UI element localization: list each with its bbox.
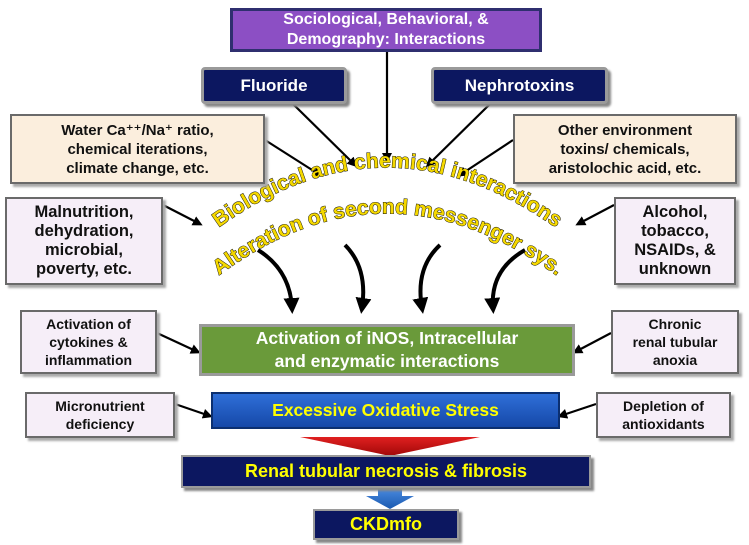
arrow-antioxidants-to-oxidative (557, 402, 597, 419)
curved-arrow-2 (343, 243, 372, 314)
arrow-other-env-to-arc (457, 139, 514, 177)
arrow-fluoride-to-arc (292, 103, 358, 168)
anoxia-label: Chronic renal tubular anoxia (632, 316, 718, 368)
other-environment-box: Other environment toxins/ chemicals, ari… (513, 114, 737, 184)
oxidative-stress-box: Excessive Oxidative Stress (211, 392, 560, 429)
necrosis-box: Renal tubular necrosis & fibrosis (181, 455, 591, 488)
arrow-water-to-arc (264, 139, 323, 177)
micronutrient-label: Micronutrient deficiency (55, 398, 145, 432)
curved-arrow-4 (484, 248, 527, 314)
arc-text-alteration: Alteration of second messenger sys. (208, 195, 567, 279)
nephrotoxins-box: Nephrotoxins (431, 67, 608, 104)
sociological-label: Sociological, Behavioral, & Demography: … (283, 11, 489, 48)
oxidative-stress-label: Excessive Oxidative Stress (272, 400, 499, 420)
arrow-malnutrition-to-arc (162, 204, 203, 226)
micronutrient-box: Micronutrient deficiency (25, 392, 175, 438)
curved-arrow-1 (256, 248, 300, 314)
cytokines-box: Activation of cytokines & inflammation (20, 310, 157, 374)
arrow-alcohol-to-arc (575, 204, 615, 226)
arrow-anoxia-to-inos (572, 332, 612, 354)
blue-down-arrow (366, 488, 414, 509)
anoxia-box: Chronic renal tubular anoxia (611, 310, 739, 374)
arrow-micronutrient-to-oxidative (174, 402, 213, 419)
inos-label: Activation of iNOS, Intracellular and en… (255, 328, 519, 371)
arrow-cytokines-to-inos (156, 332, 201, 354)
arrow-nephrotoxins-to-arc (425, 103, 491, 168)
ckdmfo-label: CKDmfo (350, 514, 422, 534)
fluoride-label: Fluoride (240, 75, 308, 95)
water-ratio-label: Water Ca⁺⁺/Na⁺ ratio, chemical iteration… (61, 121, 214, 177)
malnutrition-box: Malnutrition, dehydration, microbial, po… (5, 197, 163, 285)
water-ratio-box: Water Ca⁺⁺/Na⁺ ratio, chemical iteration… (10, 114, 265, 184)
necrosis-label: Renal tubular necrosis & fibrosis (244, 461, 528, 481)
antioxidants-box: Depletion of antioxidants (596, 392, 731, 438)
ckdmfo-box: CKDmfo (313, 509, 459, 540)
alcohol-label: Alcohol, tobacco, NSAIDs, & unknown (634, 203, 716, 278)
cytokines-label: Activation of cytokines & inflammation (44, 316, 133, 368)
sociological-box: Sociological, Behavioral, & Demography: … (230, 8, 542, 52)
curved-arrow-3 (412, 243, 442, 314)
nephrotoxins-label: Nephrotoxins (464, 75, 575, 95)
antioxidants-label: Depletion of antioxidants (622, 398, 705, 432)
inos-box: Activation of iNOS, Intracellular and en… (199, 324, 575, 376)
fluoride-box: Fluoride (201, 67, 347, 104)
malnutrition-label: Malnutrition, dehydration, microbial, po… (34, 203, 134, 278)
other-environment-label: Other environment toxins/ chemicals, ari… (548, 121, 702, 177)
alcohol-box: Alcohol, tobacco, NSAIDs, & unknown (614, 197, 736, 285)
red-down-arrow (300, 437, 480, 456)
